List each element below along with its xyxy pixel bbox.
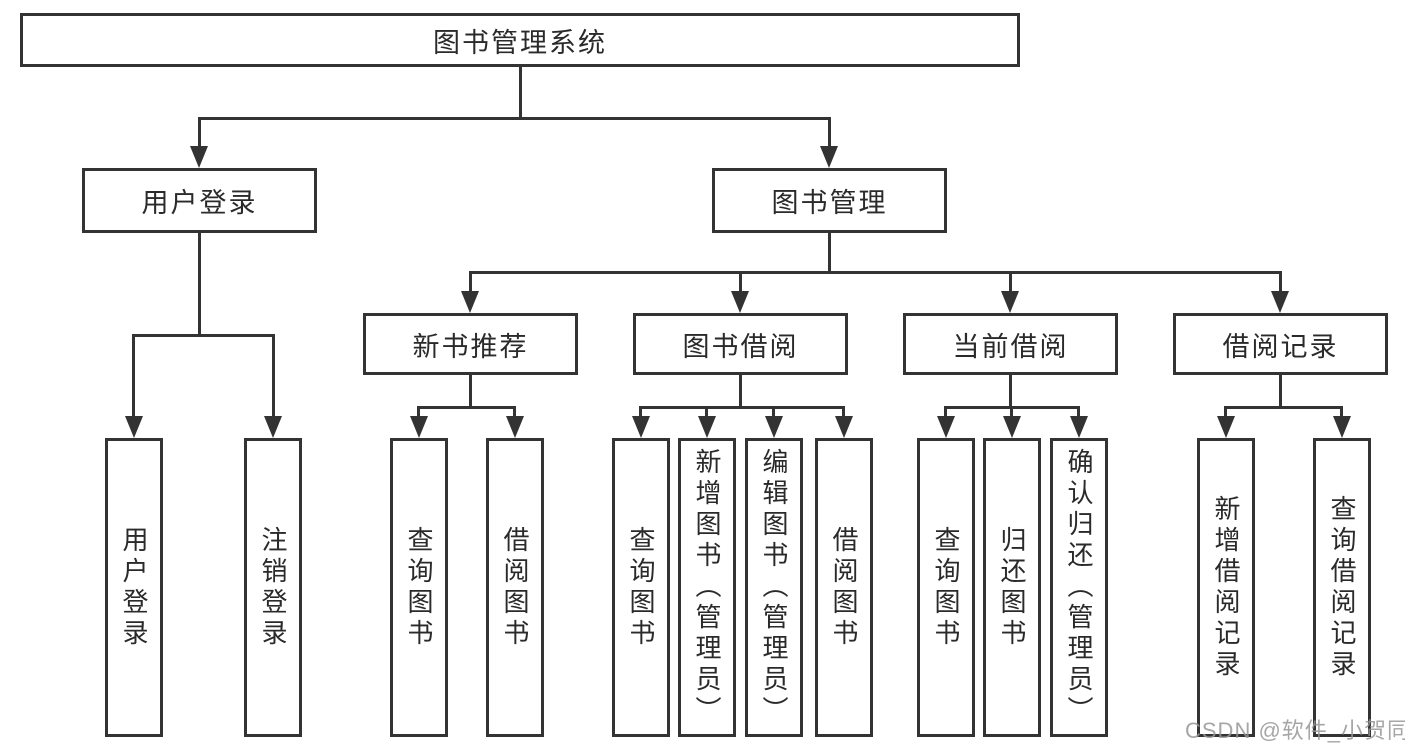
leaf-query-books-recommend: 查询图书	[390, 438, 448, 737]
connector-borrowing-drop-4	[842, 406, 845, 418]
node-label: 查询图书	[931, 525, 961, 650]
arrowhead	[1003, 416, 1021, 438]
node-label: 确认归还（管理员）	[1064, 448, 1094, 727]
node-label: 借阅记录	[1222, 331, 1339, 362]
connector-userlogin-drop-1	[132, 334, 135, 418]
connector-borrowing-stem	[739, 375, 742, 409]
node-label: 借阅图书	[829, 525, 859, 650]
connector-records-rail	[1224, 406, 1343, 409]
node-label: 用户登录	[141, 188, 258, 218]
arrowhead	[125, 416, 143, 438]
leaf-add-borrow-record: 新增借阅记录	[1197, 438, 1255, 737]
leaf-query-borrow-record: 查询借阅记录	[1313, 438, 1371, 737]
leaf-return-books: 归还图书	[983, 438, 1041, 737]
node-current-borrowing: 当前借阅	[903, 313, 1118, 375]
arrowhead	[410, 416, 428, 438]
arrowhead	[1333, 416, 1351, 438]
arrowhead	[632, 416, 650, 438]
arrowhead	[937, 416, 955, 438]
leaf-query-books-borrowing: 查询图书	[612, 438, 670, 737]
node-label: 图书借阅	[682, 331, 799, 362]
connector-recommend-drop-2	[513, 406, 516, 418]
arrowhead	[1001, 291, 1019, 313]
node-label: 当前借阅	[952, 331, 1069, 362]
connector-records-drop-1	[1224, 406, 1227, 418]
arrowhead	[506, 416, 524, 438]
node-label: 新增借阅记录	[1211, 494, 1241, 681]
node-label: 查询借阅记录	[1327, 494, 1357, 681]
connector-bookmgmt-rail	[469, 271, 1282, 274]
arrowhead	[1271, 291, 1289, 313]
connector-bookmgmt-drop-1	[469, 271, 472, 293]
arrowhead	[820, 146, 838, 168]
connector-current-stem	[1009, 375, 1012, 409]
leaf-edit-books-admin: 编辑图书（管理员）	[745, 438, 803, 737]
node-label: 编辑图书（管理员）	[759, 448, 789, 727]
connector-recommend-drop-1	[417, 406, 420, 418]
node-label: 查询图书	[626, 525, 656, 650]
connector-root-stem	[519, 67, 522, 120]
connector-recommend-rail	[417, 406, 516, 409]
connector-userlogin-stem	[198, 233, 201, 337]
node-label: 注销登录	[258, 525, 288, 650]
connector-userlogin-drop-2	[272, 334, 275, 418]
arrowhead	[835, 416, 853, 438]
node-new-book-recommendation: 新书推荐	[363, 313, 578, 375]
connector-current-drop-2	[1010, 406, 1013, 418]
node-label: 用户登录	[119, 525, 149, 650]
node-label: 图书管理系统	[433, 27, 607, 58]
leaf-query-books-current: 查询图书	[917, 438, 975, 737]
connector-current-drop-1	[944, 406, 947, 418]
connector-userlogin-rail	[132, 334, 275, 337]
node-book-management: 图书管理	[712, 168, 947, 233]
arrowhead	[461, 291, 479, 313]
connector-bookmgmt-drop-2	[739, 271, 742, 293]
connector-bookmgmt-drop-3	[1009, 271, 1012, 293]
arrowhead	[1070, 416, 1088, 438]
node-label: 借阅图书	[500, 525, 530, 650]
arrowhead	[1217, 416, 1235, 438]
leaf-borrow-books-recommend: 借阅图书	[486, 438, 544, 737]
leaf-borrow-books-borrowing: 借阅图书	[815, 438, 873, 737]
connector-borrowing-drop-2	[705, 406, 708, 418]
node-label: 归还图书	[997, 525, 1027, 650]
connector-records-drop-2	[1340, 406, 1343, 418]
node-user-login: 用户登录	[82, 168, 317, 233]
connector-current-drop-3	[1077, 406, 1080, 418]
arrowhead	[264, 416, 282, 438]
leaf-user-login: 用户登录	[105, 438, 163, 737]
connector-borrowing-drop-1	[639, 406, 642, 418]
connector-bookmgmt-stem	[828, 233, 831, 274]
connector-recommend-stem	[469, 375, 472, 409]
node-label: 新书推荐	[412, 331, 529, 362]
node-label: 新增图书（管理员）	[692, 448, 722, 727]
csdn-watermark: CSDN @软件_小贺同学	[1185, 718, 1405, 743]
node-borrowing-records: 借阅记录	[1173, 313, 1388, 375]
connector-root-drop-left	[198, 117, 201, 148]
node-library-management-system: 图书管理系统	[20, 13, 1020, 67]
leaf-add-books-admin: 新增图书（管理员）	[678, 438, 736, 737]
arrowhead	[190, 146, 208, 168]
leaf-confirm-return-admin: 确认归还（管理员）	[1050, 438, 1108, 737]
connector-bookmgmt-drop-4	[1279, 271, 1282, 293]
arrowhead	[765, 416, 783, 438]
arrowhead	[698, 416, 716, 438]
connector-root-rail	[198, 117, 831, 120]
connector-borrowing-rail	[639, 406, 845, 409]
node-book-borrowing: 图书借阅	[633, 313, 848, 375]
connector-records-stem	[1279, 375, 1282, 409]
connector-borrowing-drop-3	[772, 406, 775, 418]
connector-root-drop-right	[828, 117, 831, 148]
leaf-logout: 注销登录	[244, 438, 302, 737]
node-label: 查询图书	[404, 525, 434, 650]
node-label: 图书管理	[771, 188, 888, 218]
arrowhead	[731, 291, 749, 313]
